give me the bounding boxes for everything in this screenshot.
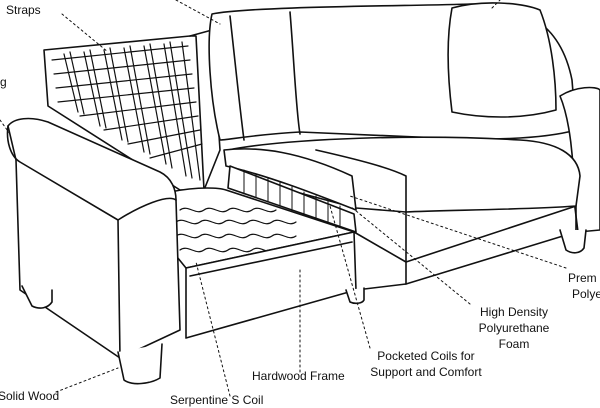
label-premium-line1: Prem <box>568 271 597 285</box>
label-pocketed-coils: Pocketed Coils for Support and Comfort <box>362 348 490 380</box>
label-premium-line2: Polye <box>572 287 600 301</box>
label-high-density-foam: High Density Polyurethane Foam <box>470 304 558 352</box>
throw-pillow <box>447 2 557 118</box>
label-hdf-line1: High Density <box>479 305 549 319</box>
label-hardwood-frame: Hardwood Frame <box>252 369 345 383</box>
foam-layer <box>223 148 357 211</box>
label-left-edge: g <box>0 75 7 89</box>
leg-back-left <box>21 285 53 309</box>
label-hdf-line2: Polyurethane <box>478 321 550 335</box>
label-pocketed-coils-line2: Support and Comfort <box>370 365 482 379</box>
label-straps: Straps <box>6 3 41 17</box>
leg-middle <box>345 287 365 305</box>
leg-right <box>559 229 587 254</box>
leg-front-left <box>117 343 163 385</box>
label-premium: Prem Polye <box>568 270 600 302</box>
serpentine-coils <box>175 207 297 253</box>
label-solid-wood: Solid Wood <box>0 389 60 403</box>
label-serpentine-coil: Serpentine S Coil <box>170 393 264 407</box>
label-hdf-line3: Foam <box>498 337 530 351</box>
webbing-straps <box>51 41 203 181</box>
label-pocketed-coils-line1: Pocketed Coils for <box>377 349 475 363</box>
